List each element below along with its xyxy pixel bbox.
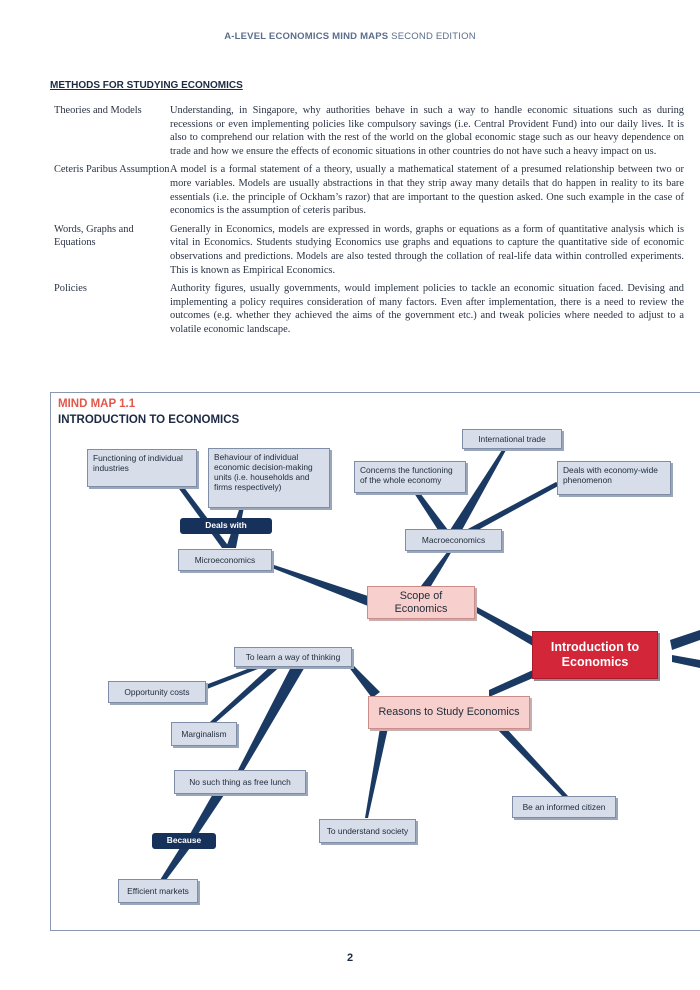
header-series-title: A-LEVEL ECONOMICS MIND MAPS (224, 31, 389, 42)
connector-reasons-thinking (348, 664, 380, 698)
table-row: Policies Authority figures, usually gove… (54, 282, 684, 341)
connector-macro-wide (466, 482, 560, 530)
marginalism-node: Marginalism (171, 722, 237, 746)
mind-map-title: INTRODUCTION TO ECONOMICS (58, 414, 240, 426)
row-term: Words, Graphs and Equations (54, 223, 134, 249)
row-description: Understanding, in Singapore, why authori… (170, 105, 684, 157)
connector-because-efficient (160, 848, 190, 880)
page-number: 2 (346, 952, 354, 964)
connector-macro-trade (450, 450, 506, 530)
connector-reasons-citizen (496, 728, 568, 798)
row-description: Generally in Economics, models are expre… (170, 223, 684, 276)
methods-table: Theories and Models Understanding, in Si… (54, 104, 684, 342)
behaviour-units-node: Behaviour of individual economic decisio… (208, 448, 330, 508)
connector-center-scope (475, 606, 533, 646)
row-term: Policies (54, 283, 87, 295)
macroeconomics-node: Macroeconomics (405, 529, 502, 551)
running-header: A-LEVEL ECONOMICS MIND MAPS SECOND EDITI… (0, 31, 700, 42)
opportunity-costs-node: Opportunity costs (108, 681, 206, 703)
efficient-markets-node: Efficient markets (118, 879, 198, 903)
because-tag: Because (152, 833, 216, 849)
introduction-to-economics-node: Introduction to Economics (532, 631, 658, 679)
section-title: METHODS FOR STUDYING ECONOMICS (50, 80, 243, 91)
row-term: Theories and Models (54, 105, 142, 116)
microeconomics-node: Microeconomics (178, 549, 272, 571)
mind-map-frame (50, 392, 700, 931)
connector-center-right-1 (670, 630, 700, 650)
way-of-thinking-node: To learn a way of thinking (234, 647, 352, 667)
informed-citizen-node: Be an informed citizen (512, 796, 616, 818)
connector-macro-whole (414, 493, 448, 530)
connector-scope-micro (272, 565, 368, 606)
row-description: Authority figures, usually governments, … (170, 283, 684, 335)
table-row: Words, Graphs and Equations Generally in… (54, 223, 684, 282)
connector-center-reasons (489, 670, 533, 697)
header-edition: SECOND EDITION (391, 31, 476, 42)
connector-freelunch-because (190, 792, 226, 834)
scope-of-economics-node: Scope of Economics (367, 586, 475, 619)
reasons-to-study-node: Reasons to Study Economics (368, 696, 530, 729)
whole-economy-node: Concerns the functioning of the whole ec… (354, 461, 466, 493)
free-lunch-node: No such thing as free lunch (174, 770, 306, 794)
functioning-industries-node: Functioning of individual industries (87, 449, 197, 487)
connector-scope-macro (421, 551, 452, 586)
mind-map-label: MIND MAP 1.1 (58, 398, 136, 410)
row-description: A model is a formal statement of a theor… (170, 164, 684, 217)
row-term: Ceteris Paribus Assumption (54, 164, 170, 176)
economy-wide-node: Deals with economy-wide phenomenon (557, 461, 671, 495)
connector-thinking-freelunch (238, 665, 306, 770)
table-row: Ceteris Paribus Assumption A model is a … (54, 163, 684, 222)
table-row: Theories and Models Understanding, in Si… (54, 104, 684, 163)
connector-center-right-2 (672, 655, 700, 668)
understand-society-node: To understand society (319, 819, 416, 843)
deals-with-tag: Deals with (180, 518, 272, 534)
international-trade-node: International trade (462, 429, 562, 449)
connector-thinking-marginalism (210, 665, 282, 724)
connector-reasons-society (365, 728, 388, 818)
connector-thinking-opportunity (200, 665, 268, 691)
